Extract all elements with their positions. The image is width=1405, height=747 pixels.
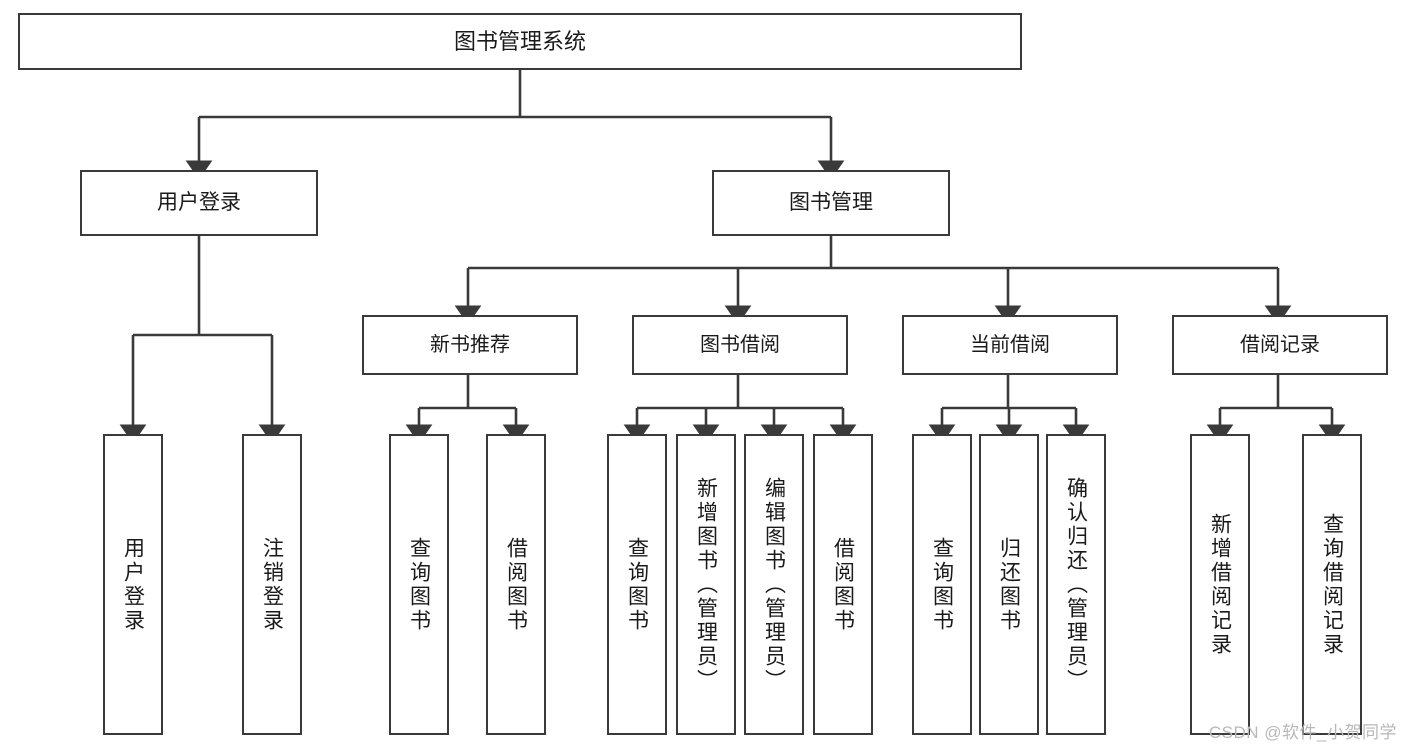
leaf-add-borrow-record[interactable]: 新增借阅记录 bbox=[1190, 434, 1250, 735]
node-label: 确认归还（管理员） bbox=[1064, 476, 1088, 693]
node-root-book-management-system[interactable]: 图书管理系统 bbox=[18, 13, 1022, 70]
leaf-query-book-recommend[interactable]: 查询图书 bbox=[389, 434, 449, 735]
leaf-query-borrow-record[interactable]: 查询借阅记录 bbox=[1302, 434, 1362, 735]
node-user-login[interactable]: 用户登录 bbox=[80, 170, 318, 236]
node-borrow-record[interactable]: 借阅记录 bbox=[1172, 315, 1388, 375]
leaf-query-book-borrow[interactable]: 查询图书 bbox=[607, 434, 667, 735]
node-label: 新书推荐 bbox=[430, 333, 510, 356]
node-label: 查询借阅记录 bbox=[1320, 512, 1344, 657]
node-book-management[interactable]: 图书管理 bbox=[712, 170, 950, 236]
node-label: 图书管理系统 bbox=[453, 28, 586, 54]
node-label: 查询图书 bbox=[930, 536, 954, 633]
leaf-add-book-admin[interactable]: 新增图书（管理员） bbox=[676, 434, 736, 735]
leaf-query-book-current[interactable]: 查询图书 bbox=[912, 434, 972, 735]
node-label: 用户登录 bbox=[121, 536, 145, 633]
node-label: 查询图书 bbox=[625, 536, 649, 633]
node-label: 查询图书 bbox=[407, 536, 431, 633]
node-label: 新增图书（管理员） bbox=[694, 476, 718, 693]
node-label: 图书借阅 bbox=[700, 333, 780, 356]
node-label: 用户登录 bbox=[157, 190, 241, 214]
node-label: 编辑图书（管理员） bbox=[762, 476, 786, 693]
node-label: 借阅记录 bbox=[1240, 333, 1320, 356]
node-label: 新增借阅记录 bbox=[1208, 512, 1232, 657]
node-label: 借阅图书 bbox=[831, 536, 855, 633]
node-label: 注销登录 bbox=[260, 536, 284, 633]
node-current-borrow[interactable]: 当前借阅 bbox=[902, 315, 1118, 375]
leaf-borrow-book[interactable]: 借阅图书 bbox=[813, 434, 873, 735]
leaf-logout[interactable]: 注销登录 bbox=[242, 434, 302, 735]
node-new-book-recommend[interactable]: 新书推荐 bbox=[362, 315, 578, 375]
leaf-confirm-return-admin[interactable]: 确认归还（管理员） bbox=[1046, 434, 1106, 735]
leaf-return-book[interactable]: 归还图书 bbox=[979, 434, 1039, 735]
node-label: 当前借阅 bbox=[970, 333, 1050, 356]
leaf-user-login[interactable]: 用户登录 bbox=[103, 434, 163, 735]
node-label: 归还图书 bbox=[997, 536, 1021, 633]
leaf-edit-book-admin[interactable]: 编辑图书（管理员） bbox=[744, 434, 804, 735]
node-label: 图书管理 bbox=[789, 190, 873, 214]
node-book-borrow[interactable]: 图书借阅 bbox=[632, 315, 848, 375]
watermark-text: CSDN @软件_小贺同学 bbox=[1208, 723, 1397, 742]
leaf-borrow-book-recommend[interactable]: 借阅图书 bbox=[486, 434, 546, 735]
node-label: 借阅图书 bbox=[504, 536, 528, 633]
